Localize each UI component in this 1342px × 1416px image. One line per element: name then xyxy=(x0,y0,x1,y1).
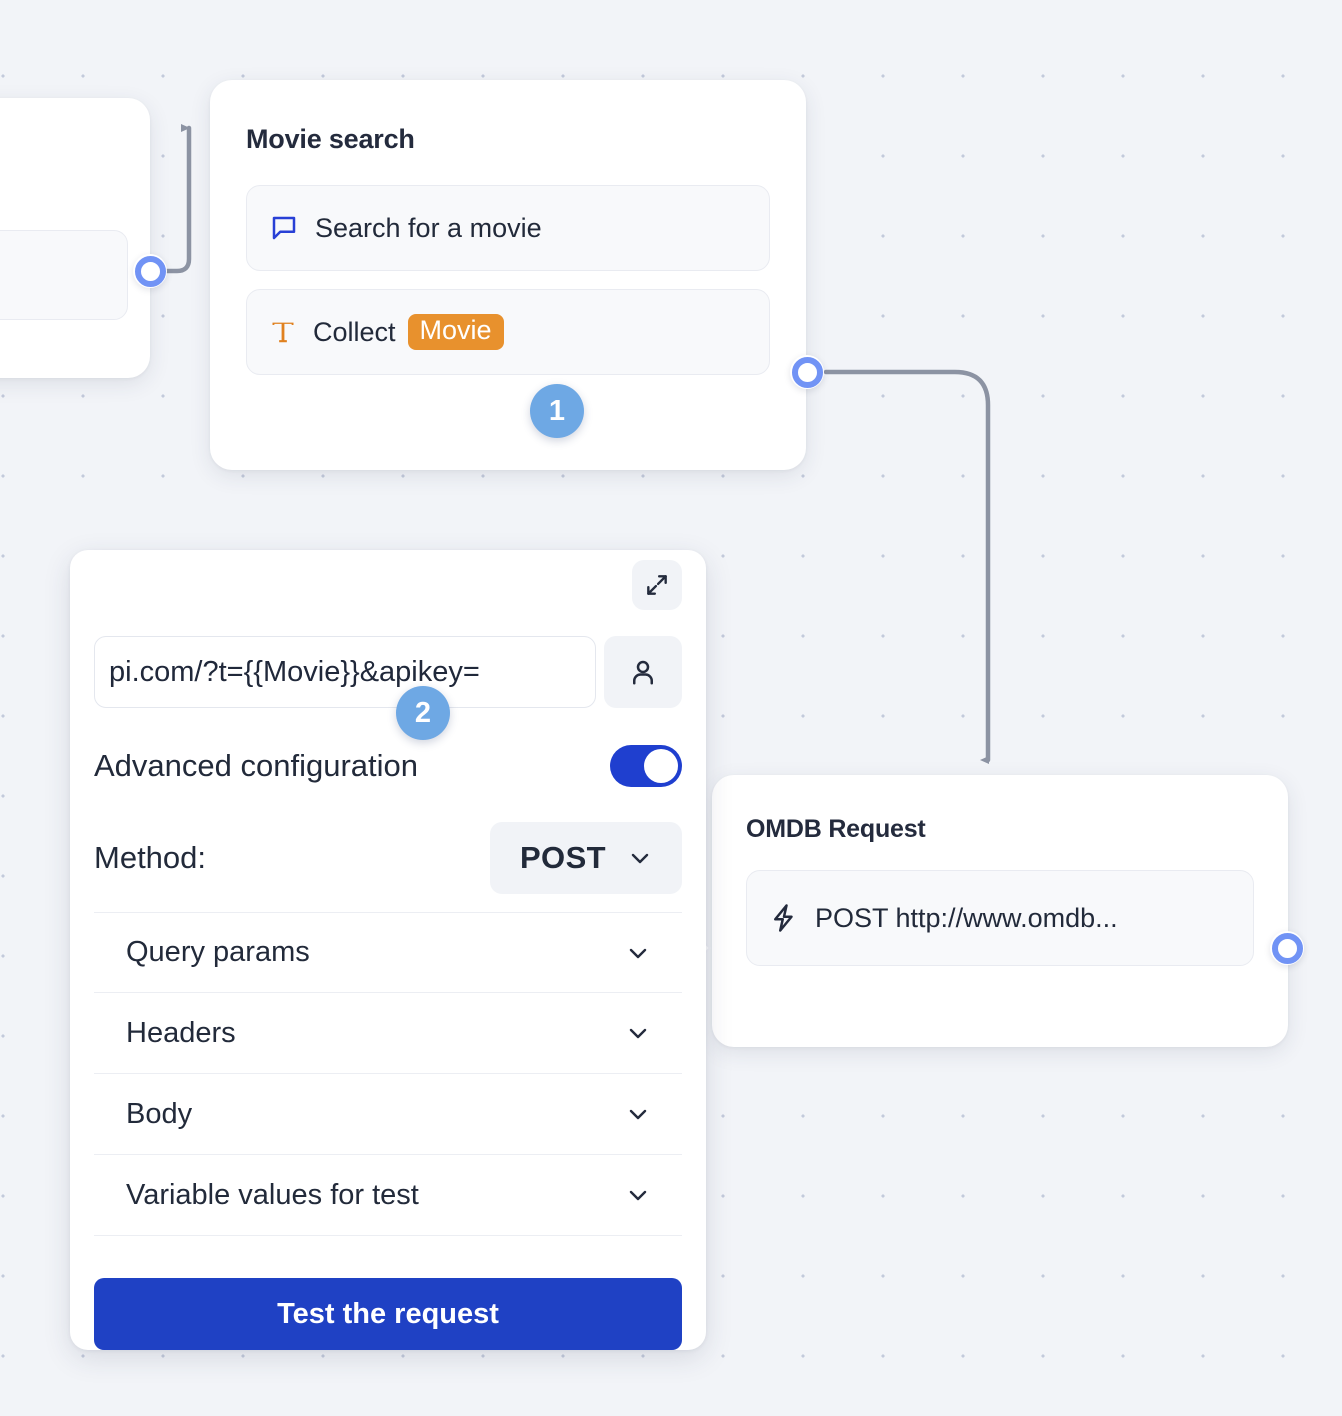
expand-diagonal-icon xyxy=(644,572,670,598)
chevron-down-icon xyxy=(628,846,652,870)
row-label-collect: Collect Movie xyxy=(313,314,504,350)
chevron-down-icon[interactable] xyxy=(626,1183,650,1207)
node-row-collect-movie[interactable]: Collect Movie xyxy=(246,289,770,375)
chevron-down-icon[interactable] xyxy=(626,1021,650,1045)
request-config-panel[interactable]: Advanced configuration Method: POST Quer… xyxy=(70,550,706,1350)
node-omdb-request[interactable]: OMDB Request POST http://www.omdb... xyxy=(712,775,1288,1047)
method-select-value: POST xyxy=(519,840,606,875)
node-title-movie-search: Movie search xyxy=(246,124,415,154)
section-label-query-params: Query params xyxy=(126,936,310,968)
url-row[interactable] xyxy=(94,636,682,708)
section-body[interactable]: Body xyxy=(94,1074,682,1155)
port-movie-search-output[interactable] xyxy=(790,355,824,389)
section-variable-values-for-test[interactable]: Variable values for test xyxy=(94,1155,682,1236)
advanced-configuration-label: Advanced configuration xyxy=(94,748,419,783)
chat-bubble-icon xyxy=(269,213,299,243)
authentication-button[interactable] xyxy=(604,636,682,708)
wire-movie-search-to-omdb xyxy=(823,369,991,764)
node-row-post-request[interactable]: POST http://www.omdb... xyxy=(746,870,1254,966)
variable-chip-movie[interactable]: Movie xyxy=(407,314,504,350)
test-the-request-button[interactable]: Test the request xyxy=(94,1278,682,1350)
lightning-bolt-icon xyxy=(769,903,799,933)
expand-panel-button[interactable] xyxy=(632,560,682,610)
node-movie-search[interactable]: Movie search Search for a movie Collect … xyxy=(210,80,806,470)
chevron-down-icon[interactable] xyxy=(626,941,650,965)
node-row-search-for-a-movie[interactable]: Search for a movie xyxy=(246,185,770,271)
section-label-headers: Headers xyxy=(126,1016,236,1049)
section-label-body: Body xyxy=(126,1097,193,1130)
port-partial-node-output[interactable] xyxy=(133,254,167,288)
port-omdb-request-output[interactable] xyxy=(1270,931,1304,965)
person-icon xyxy=(628,657,658,687)
section-query-params[interactable]: Query params xyxy=(94,912,682,993)
method-row: Method: POST xyxy=(94,822,682,894)
row-label-post-request: POST http://www.omdb... xyxy=(815,902,1118,933)
partial-node-offscreen[interactable] xyxy=(0,98,150,378)
section-headers[interactable]: Headers xyxy=(94,993,682,1074)
step-badge-2: 2 xyxy=(396,686,450,740)
advanced-configuration-row[interactable]: Advanced configuration xyxy=(94,745,682,787)
chevron-down-icon[interactable] xyxy=(626,1102,650,1126)
text-t-icon xyxy=(269,318,297,346)
url-input[interactable] xyxy=(94,636,596,708)
step-badge-1: 1 xyxy=(530,384,584,438)
section-label-variable-values-for-test: Variable values for test xyxy=(126,1178,419,1211)
node-title-omdb-request: OMDB Request xyxy=(746,815,926,843)
advanced-configuration-toggle[interactable] xyxy=(610,745,682,787)
wire-partial-to-movie-search xyxy=(164,124,192,274)
partial-node-row[interactable] xyxy=(0,230,128,320)
method-select[interactable]: POST xyxy=(490,822,682,894)
config-sections: Query params Headers Body xyxy=(94,912,682,1236)
row-label-search-for-a-movie: Search for a movie xyxy=(315,212,542,243)
method-label: Method: xyxy=(94,840,207,875)
collect-text: Collect xyxy=(313,316,396,347)
